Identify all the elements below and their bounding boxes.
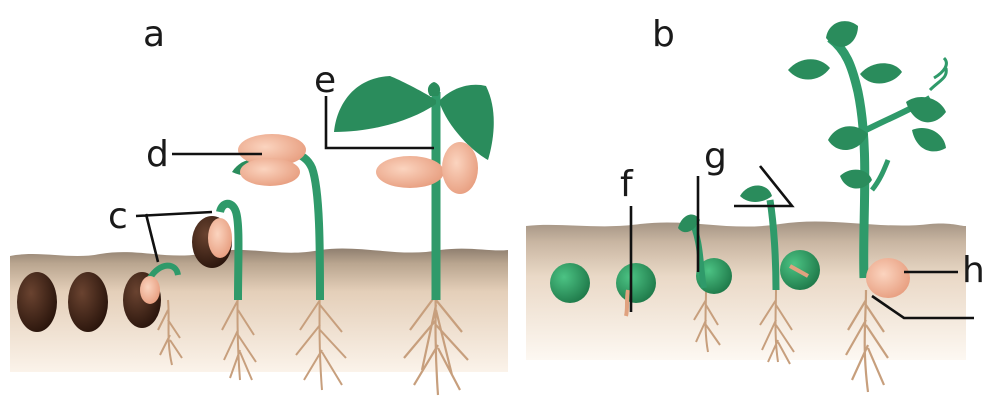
bean-seed-2 bbox=[68, 272, 108, 332]
panel-b-title: b bbox=[652, 14, 675, 55]
bean-seed-1 bbox=[17, 272, 57, 332]
panel-b: b bbox=[526, 14, 985, 392]
pea-seed-1 bbox=[550, 263, 590, 303]
label-g: g bbox=[704, 136, 727, 177]
label-e: e bbox=[314, 60, 336, 101]
panel-a: a bbox=[10, 14, 508, 395]
panel-a-title: a bbox=[143, 14, 165, 55]
label-h: h bbox=[962, 250, 985, 291]
label-c: c bbox=[108, 196, 128, 237]
label-d: d bbox=[146, 134, 169, 175]
label-f: f bbox=[620, 164, 634, 205]
